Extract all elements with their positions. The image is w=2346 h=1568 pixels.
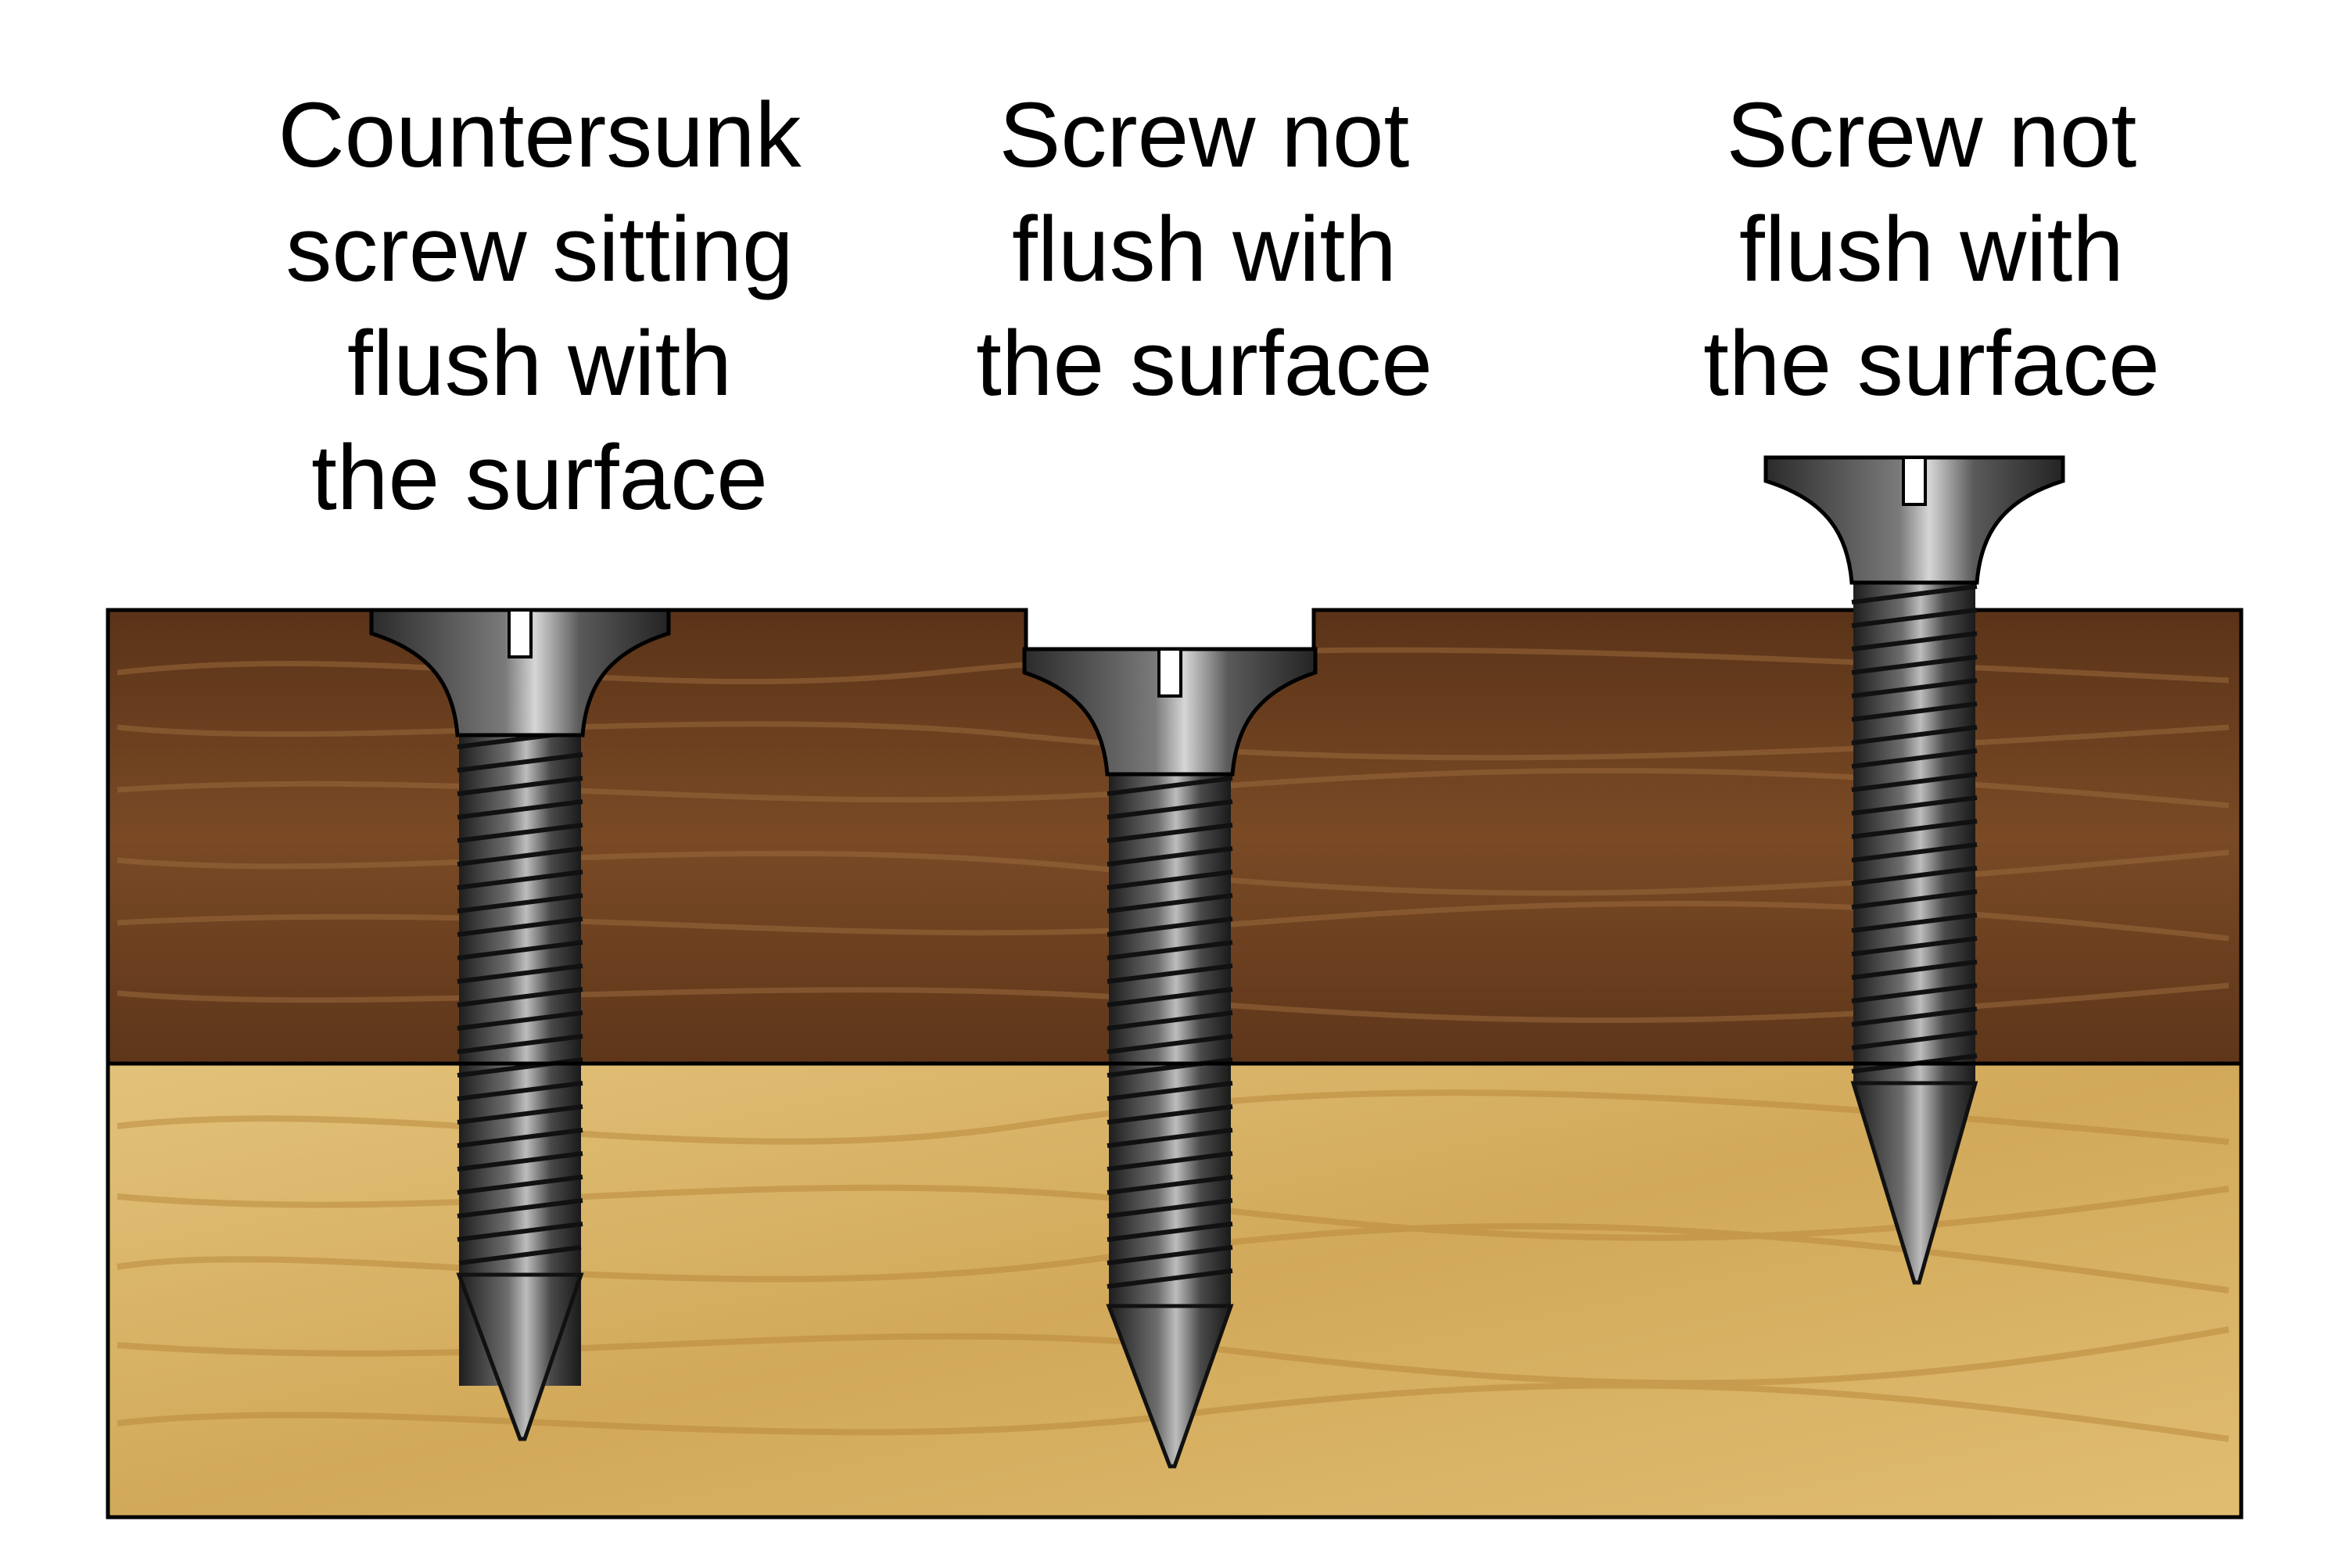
caption-line: flush with [347, 312, 732, 415]
countersunk-screw-icon [1022, 647, 1318, 1469]
screw-threads [1107, 776, 1233, 1289]
screw-head [1022, 647, 1318, 777]
caption-line: Screw not [999, 84, 1410, 187]
caption-line: the surface [976, 312, 1433, 415]
caption-line: the surface [311, 426, 768, 529]
caption-line: Screw not [1726, 84, 2137, 187]
screw-slot [1157, 648, 1182, 698]
screw-threads [1851, 584, 1978, 1074]
caption-line: flush with [1739, 198, 2124, 301]
screw-threads [457, 729, 583, 1265]
caption-flush-screw: Countersunk screw sitting flush with the… [227, 78, 852, 535]
screw-tip [456, 1272, 584, 1441]
countersunk-screw-icon [369, 608, 671, 1441]
countersunk-screw-icon [1763, 455, 2065, 1285]
screw-head [369, 608, 671, 737]
screw-head [1763, 455, 2065, 585]
caption-line: the surface [1703, 312, 2160, 415]
caption-protruding-screw: Screw not flush with the surface [1619, 78, 2244, 421]
caption-line: flush with [1012, 198, 1397, 301]
caption-line: Countersunk [278, 84, 802, 187]
caption-line: screw sitting [285, 198, 794, 301]
screw-slot [508, 608, 533, 658]
caption-recessed-screw: Screw not flush with the surface [891, 78, 1517, 421]
screw-tip [1106, 1304, 1234, 1469]
screw-slot [1902, 456, 1927, 506]
screw-tip [1850, 1081, 1978, 1285]
